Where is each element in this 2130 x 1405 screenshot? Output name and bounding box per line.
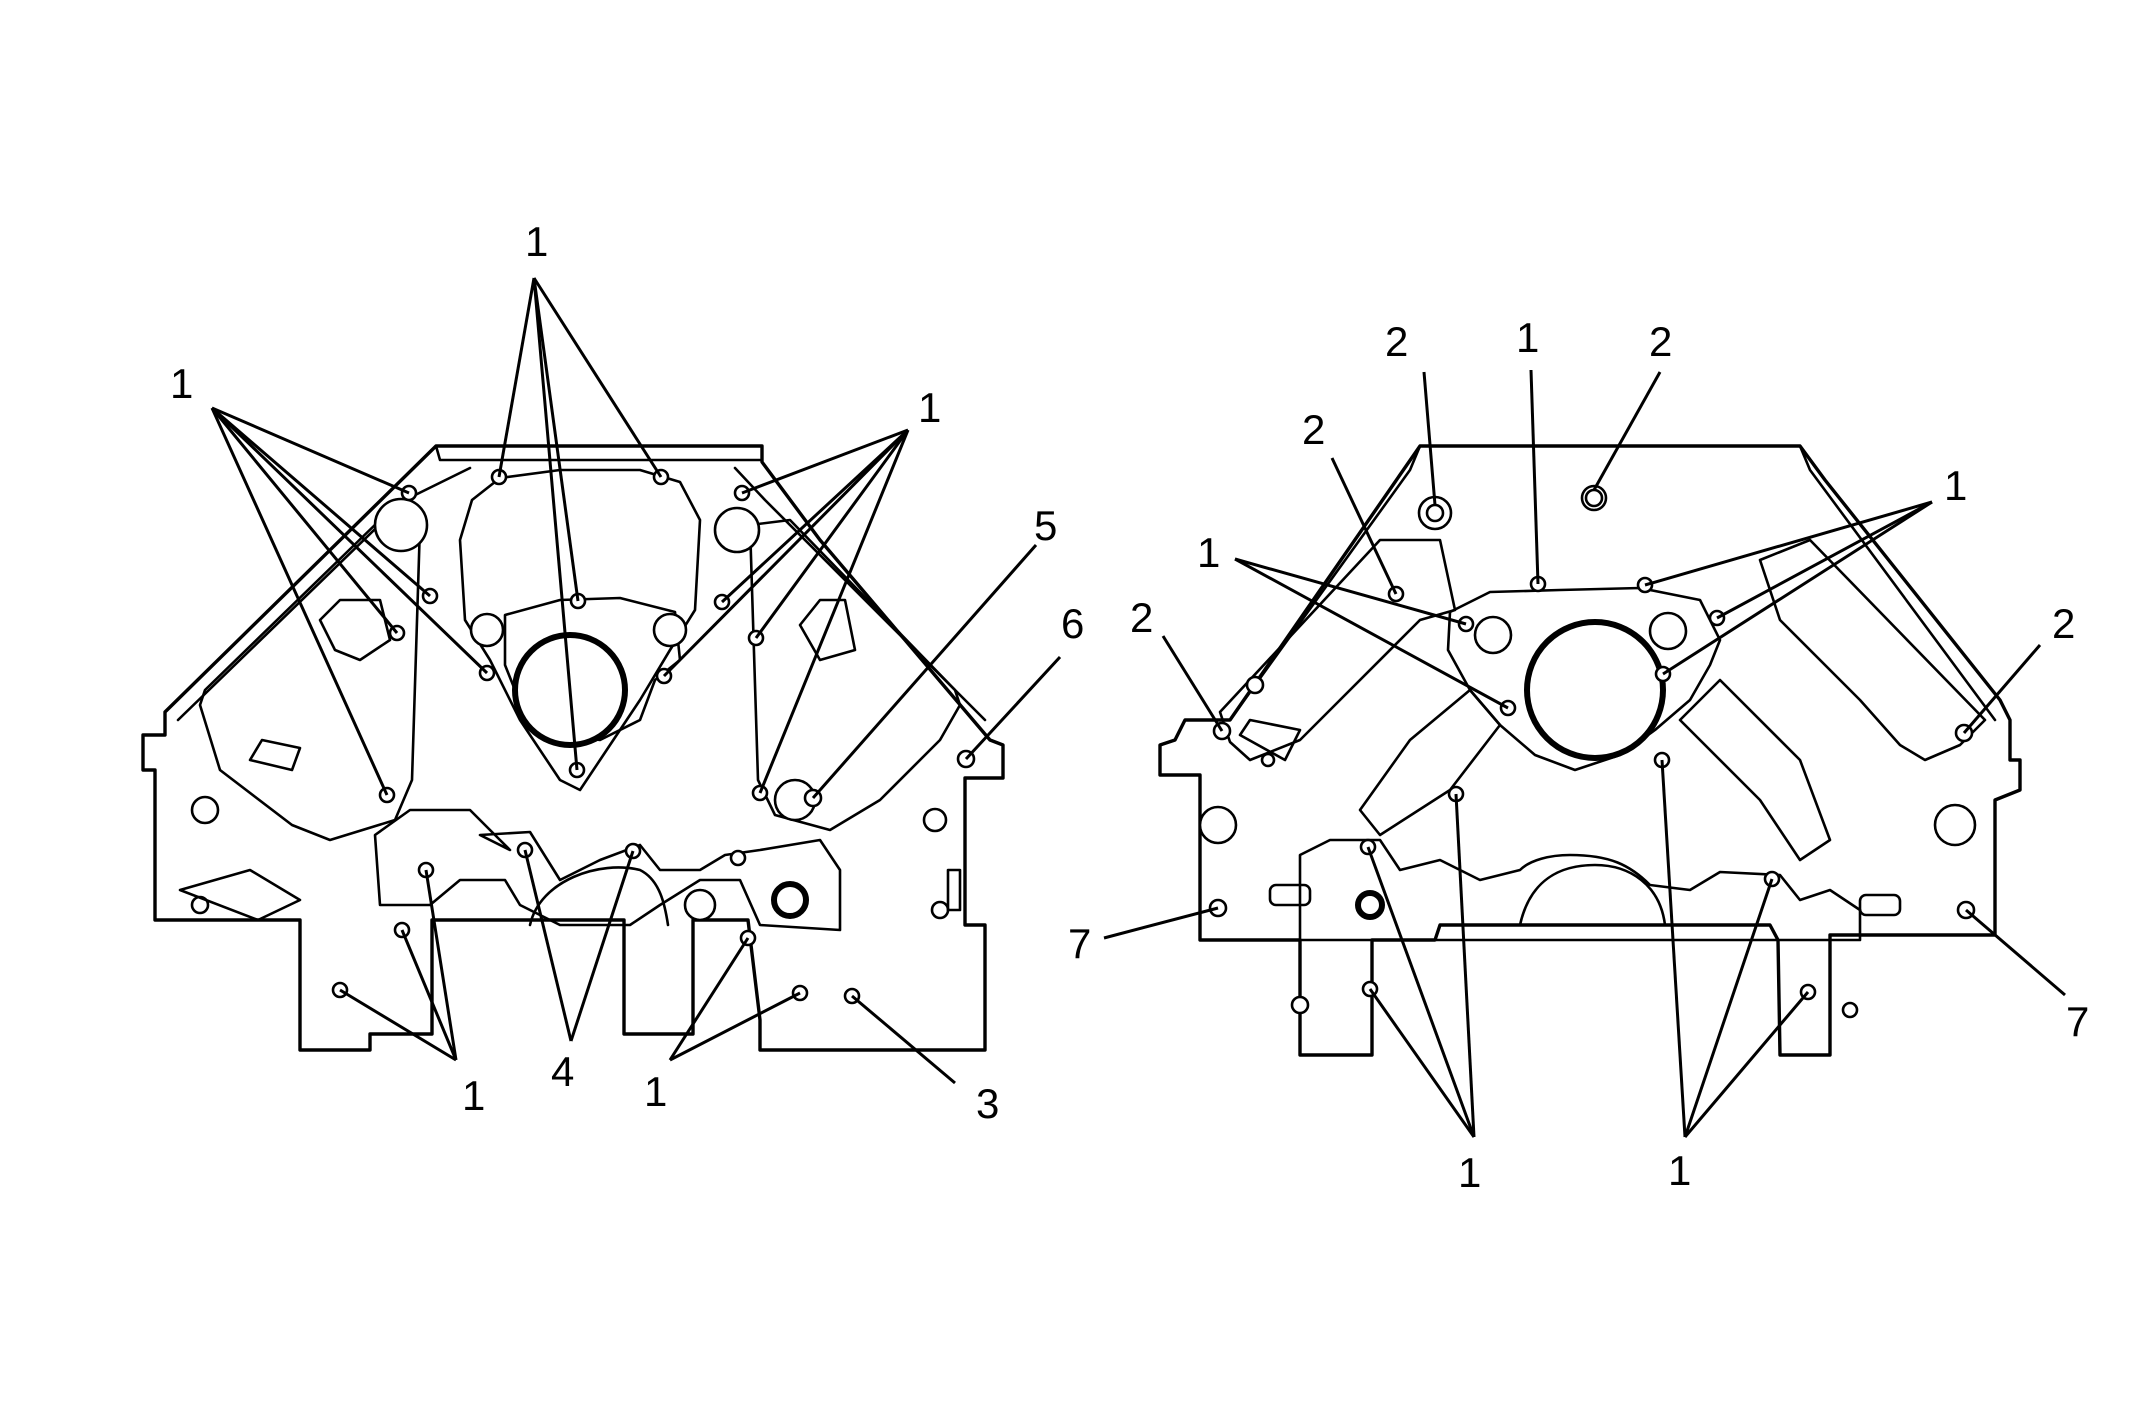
left-callout-lower-mid: 1 <box>644 1068 667 1115</box>
right-engine-block-rear-view: 2 1 2 2 1 1 2 2 7 7 1 1 <box>1068 314 2089 1196</box>
left-callout-upper-right: 1 <box>918 384 941 431</box>
left-callout-6: 6 <box>1061 600 1084 647</box>
right-leader-lines <box>1103 369 2066 1138</box>
left-center-web <box>458 468 702 792</box>
right-callout-2-a: 2 <box>1385 318 1408 365</box>
right-callout-1-lower-right: 1 <box>1668 1147 1691 1194</box>
right-callout-1-lower-left: 1 <box>1458 1149 1481 1196</box>
left-block-outline <box>141 444 1005 1052</box>
right-callout-2-e: 2 <box>2052 600 2075 647</box>
right-callout-7-right: 7 <box>2066 998 2089 1045</box>
right-callout-1-left: 1 <box>1197 529 1220 576</box>
right-callout-7-left: 7 <box>1068 920 1091 967</box>
left-crank-area <box>373 808 842 932</box>
right-view-right-pocket <box>1758 538 1987 762</box>
right-callout-2-b: 2 <box>1649 318 1672 365</box>
left-callout-5: 5 <box>1034 502 1057 549</box>
right-callout-1-right: 1 <box>1944 462 1967 509</box>
right-view-cam-bore <box>1524 619 1666 761</box>
right-callout-2-d: 2 <box>1130 594 1153 641</box>
right-callout-1-top: 1 <box>1516 314 1539 361</box>
left-callout-3: 3 <box>976 1080 999 1127</box>
left-callout-top: 1 <box>525 218 548 265</box>
right-block-outline <box>1158 444 2022 1057</box>
left-bolt-holes <box>331 468 976 1005</box>
left-bank-pocket <box>198 518 422 842</box>
left-callout-upper-left: 1 <box>170 360 193 407</box>
left-leader-lines <box>210 277 1062 1085</box>
right-bank-pocket <box>748 518 962 832</box>
right-callout-2-c: 2 <box>1302 406 1325 453</box>
left-callout-lower-left: 1 <box>462 1072 485 1119</box>
left-callout-4: 4 <box>551 1048 574 1095</box>
right-view-left-pocket <box>1218 538 1457 762</box>
left-engine-block-front-view: 1 1 1 5 6 1 4 1 3 <box>141 218 1084 1127</box>
